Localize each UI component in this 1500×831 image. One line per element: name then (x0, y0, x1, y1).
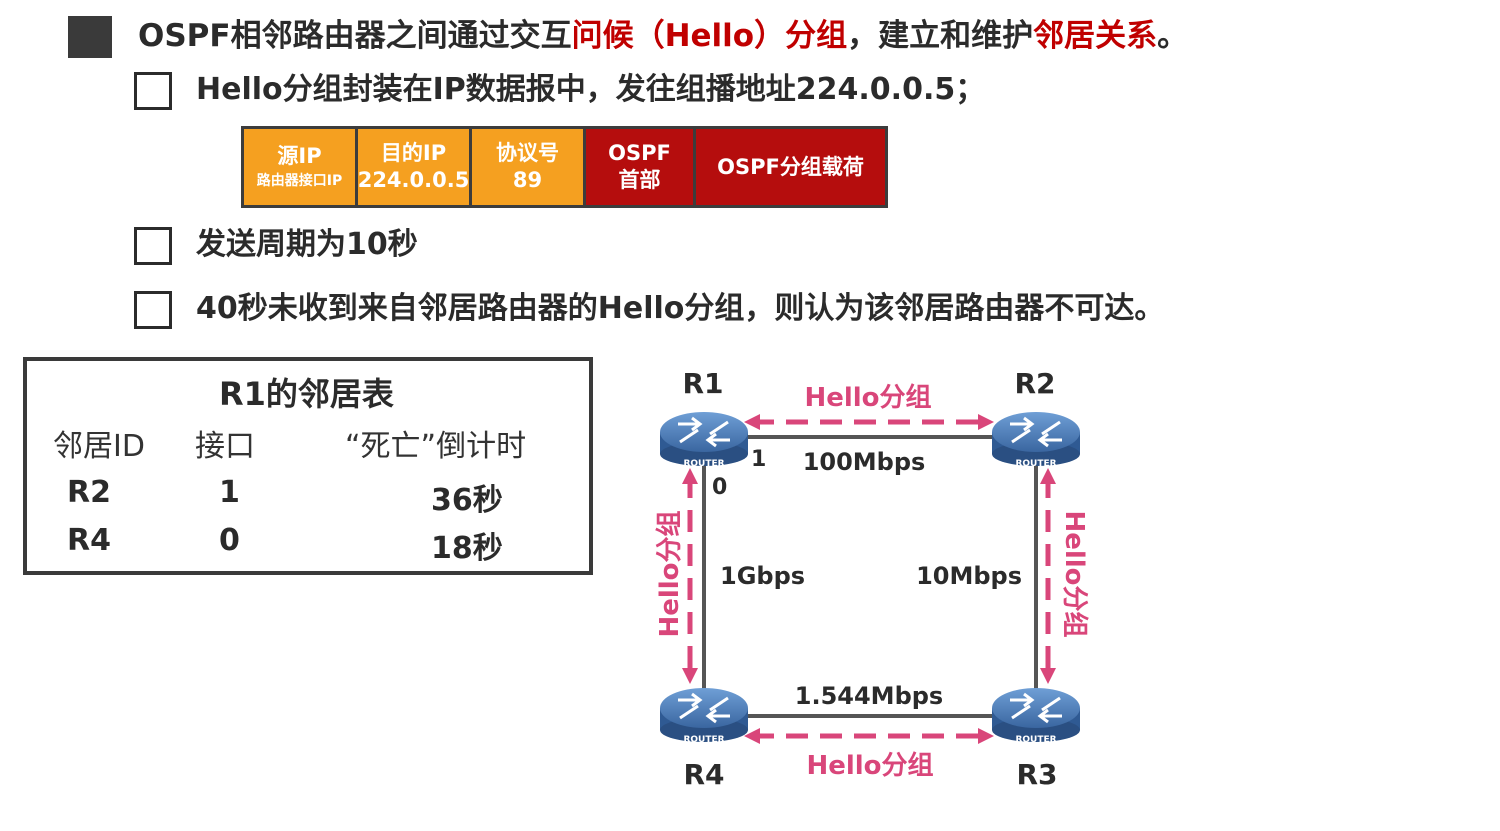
router-r4-icon: ROUTER (660, 688, 748, 745)
router-r2-icon: ROUTER (992, 412, 1080, 469)
router-name-r3: R3 (1016, 758, 1057, 791)
packet-src-ip: 源IP 路由器接口IP (244, 129, 358, 205)
sub-bullet-1: Hello分组封装在IP数据报中，发往组播地址224.0.0.5； (196, 72, 986, 107)
neighbor-row-1-id: R2 (67, 475, 111, 510)
packet-ospf-header: OSPF 首部 (586, 129, 696, 205)
router-r3-label: ROUTER (1015, 735, 1056, 745)
sub-bullet-3: 40秒未收到来自邻居路由器的Hello分组，则认为该邻居路由器不可达。 (196, 291, 1165, 326)
router-name-r1: R1 (682, 367, 723, 400)
main-bullet-square (68, 16, 112, 58)
hello-label-bottom: Hello分组 (806, 750, 933, 781)
bandwidth-r4-r3: 1.544Mbps (795, 682, 943, 710)
hello-label-right: Hello分组 (1059, 510, 1090, 637)
router-name-r2: R2 (1014, 367, 1055, 400)
packet-proto-sub: 89 (512, 168, 543, 192)
packet-payload-label: OSPF分组载荷 (717, 154, 864, 179)
checkbox-bullet-2 (134, 227, 172, 265)
main-text-c: ，建立和维护 (847, 18, 1034, 54)
packet-dst-title: 目的IP (380, 141, 447, 165)
packet-protocol: 协议号 89 (472, 129, 586, 205)
neighbor-row-2-id: R4 (67, 523, 111, 558)
neighbor-header-id: 邻居ID (53, 429, 145, 464)
bandwidth-r1-r2: 100Mbps (803, 448, 926, 476)
packet-src-title: 源IP (277, 143, 322, 168)
checkbox-bullet-3 (134, 291, 172, 329)
neighbor-table-title: R1的邻居表 (219, 375, 394, 413)
router-r2-label: ROUTER (1015, 459, 1056, 469)
r1-interface-0: 0 (712, 475, 727, 500)
main-text-e: 。 (1157, 18, 1189, 54)
neighbor-header-dead-timer: “死亡”倒计时 (345, 429, 527, 464)
router-r4-label: ROUTER (683, 735, 724, 745)
router-r1-label: ROUTER (683, 459, 724, 469)
neighbor-row-1-timer: 36秒 (431, 483, 503, 518)
r1-neighbor-table: R1的邻居表 邻居ID 接口 “死亡”倒计时 R2 1 36秒 R4 0 18秒 (23, 357, 593, 575)
packet-ospf-header-1: OSPF (608, 141, 671, 165)
main-text-a: OSPF相邻路由器之间通过交互 (138, 18, 572, 54)
sub-bullet-2: 发送周期为10秒 (196, 227, 418, 262)
packet-ospf-header-2: 首部 (618, 168, 661, 192)
packet-dst-sub: 224.0.0.5 (357, 168, 470, 192)
ip-packet-diagram: 源IP 路由器接口IP 目的IP 224.0.0.5 协议号 89 OSPF 首… (241, 126, 888, 208)
packet-proto-title: 协议号 (496, 141, 559, 165)
neighbor-header-interface: 接口 (195, 429, 255, 464)
hello-label-top: Hello分组 (804, 382, 931, 413)
neighbor-row-2-timer: 18秒 (431, 531, 503, 566)
packet-dst-ip: 目的IP 224.0.0.5 (358, 129, 472, 205)
main-text-hello: 问候（Hello）分组 (571, 18, 848, 54)
main-text-neighbor: 邻居关系 (1033, 18, 1158, 54)
bandwidth-r2-r3: 10Mbps (916, 562, 1022, 590)
router-r1-icon: ROUTER (660, 412, 748, 469)
neighbor-row-1-interface: 1 (219, 475, 240, 510)
packet-ospf-payload: OSPF分组载荷 (696, 129, 885, 205)
hello-label-left: Hello分组 (654, 510, 685, 637)
r1-interface-1: 1 (751, 447, 766, 472)
router-r3-icon: ROUTER (992, 688, 1080, 745)
router-name-r4: R4 (683, 758, 724, 791)
checkbox-bullet-1 (134, 72, 172, 110)
bandwidth-r1-r4: 1Gbps (720, 562, 805, 590)
packet-src-sub: 路由器接口IP (256, 172, 343, 189)
neighbor-row-2-interface: 0 (219, 523, 240, 558)
main-statement: OSPF相邻路由器之间通过交互问候（Hello）分组，建立和维护邻居关系。 (138, 16, 1188, 56)
